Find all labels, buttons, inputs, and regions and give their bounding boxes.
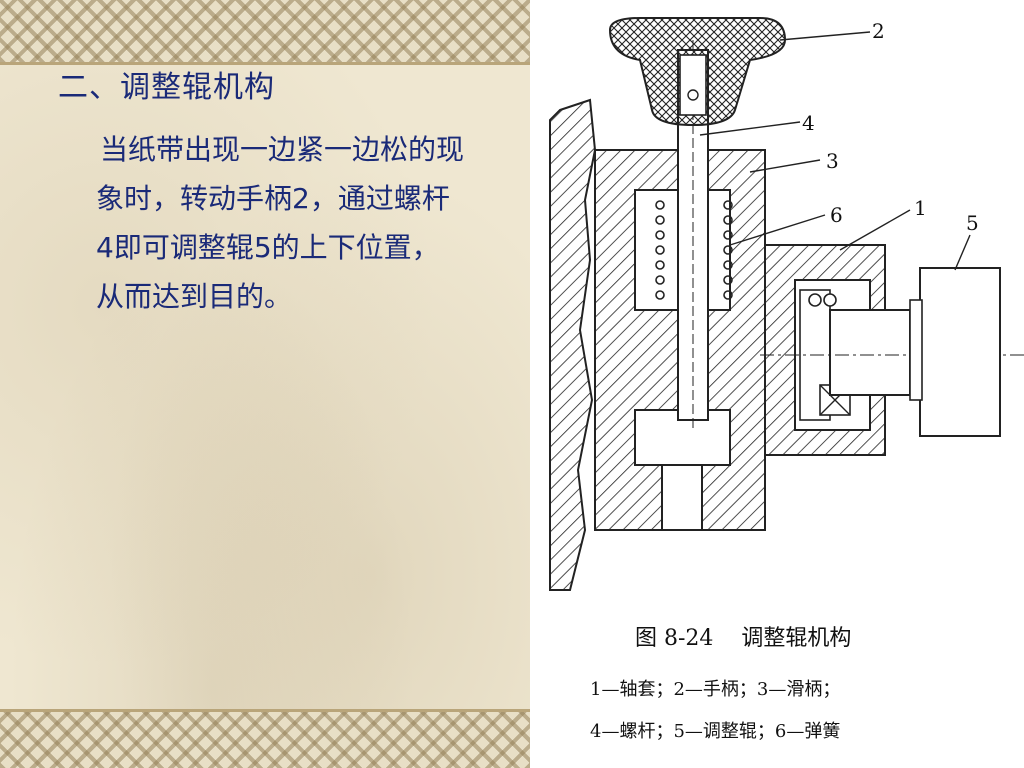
figure-legend-line-1: 1—轴套；2—手柄；3—滑柄；	[590, 679, 841, 700]
wall-part	[549, 98, 597, 591]
slide-body-text: 当纸带出现一边紧一边松的现象时，转动手柄2，通过螺杆4即可调整辊5的上下位置，从…	[96, 133, 465, 313]
callout-1: 1	[914, 196, 927, 220]
adjusting-roller-part	[919, 267, 1001, 437]
callout-4: 4	[802, 111, 815, 135]
figure-panel: 2 4 3 6 1 5 图 8-24 调整辊机构 1—轴套；2—手柄；3—滑柄；…	[530, 0, 1024, 768]
figure-caption-title: 图 8-24 调整辊机构	[635, 626, 852, 651]
callout-5: 5	[966, 211, 979, 235]
callout-6: 6	[830, 203, 843, 227]
callout-3: 3	[826, 149, 839, 173]
figure-legend-line-2: 4—螺杆；5—调整辊；6—弹簧	[590, 721, 841, 742]
decorative-border-bottom	[0, 709, 530, 768]
text-panel: 二、调整辊机构 当纸带出现一边紧一边松的现象时，转动手柄2，通过螺杆4即可调整辊…	[0, 0, 530, 768]
spring-part	[655, 200, 733, 300]
slide-heading: 二、调整辊机构	[58, 70, 275, 105]
callout-2: 2	[872, 19, 885, 43]
decorative-border-top	[0, 0, 530, 65]
roller-mechanism-diagram: 2 4 3 6 1 5	[549, 17, 1024, 591]
